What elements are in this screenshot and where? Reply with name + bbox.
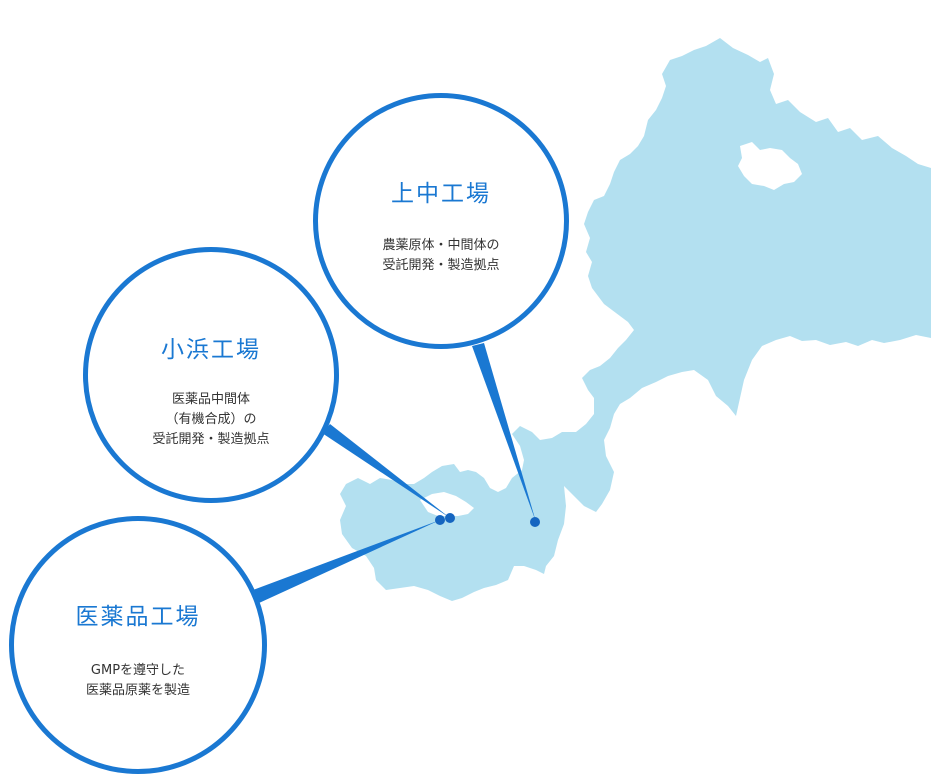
obama-desc-line: 受託開発・製造拠点 <box>152 432 270 447</box>
pharma-factory-title: 医薬品工場 <box>75 604 201 630</box>
obama-factory-description: 医薬品中間体 （有機合成）の 受託開発・製造拠点 <box>152 390 269 450</box>
obama-factory-bubble[interactable]: 小浜工場 医薬品中間体 （有機合成）の 受託開発・製造拠点 <box>83 247 339 503</box>
obama-callout-connector <box>322 424 450 518</box>
kaminaka-factory-marker[interactable] <box>530 517 540 527</box>
obama-desc-line: （有機合成）の <box>165 412 257 427</box>
obama-factory-marker[interactable] <box>445 513 455 523</box>
pharma-factory-marker[interactable] <box>435 515 445 525</box>
pharma-factory-bubble[interactable]: 医薬品工場 GMPを遵守した 医薬品原薬を製造 <box>9 516 267 774</box>
obama-desc-line: 医薬品中間体 <box>171 392 250 407</box>
pharma-desc-line: 医薬品原薬を製造 <box>85 683 190 698</box>
bay-inlet-shape <box>420 492 474 516</box>
kaminaka-desc-line: 受託開発・製造拠点 <box>382 258 500 273</box>
pharma-desc-line: GMPを遵守した <box>90 663 186 678</box>
kaminaka-callout-connector <box>472 343 536 522</box>
kaminaka-factory-description: 農薬原体・中間体の 受託開発・製造拠点 <box>382 236 499 276</box>
pharma-factory-description: GMPを遵守した 医薬品原薬を製造 <box>86 661 190 701</box>
kaminaka-factory-bubble[interactable]: 上中工場 農薬原体・中間体の 受託開発・製造拠点 <box>313 93 569 349</box>
kaminaka-factory-title: 上中工場 <box>391 181 491 207</box>
kaminaka-desc-line: 農薬原体・中間体の <box>382 238 500 253</box>
obama-factory-title: 小浜工場 <box>161 337 261 363</box>
lake-shape <box>738 142 802 190</box>
pharma-callout-connector <box>253 520 440 603</box>
